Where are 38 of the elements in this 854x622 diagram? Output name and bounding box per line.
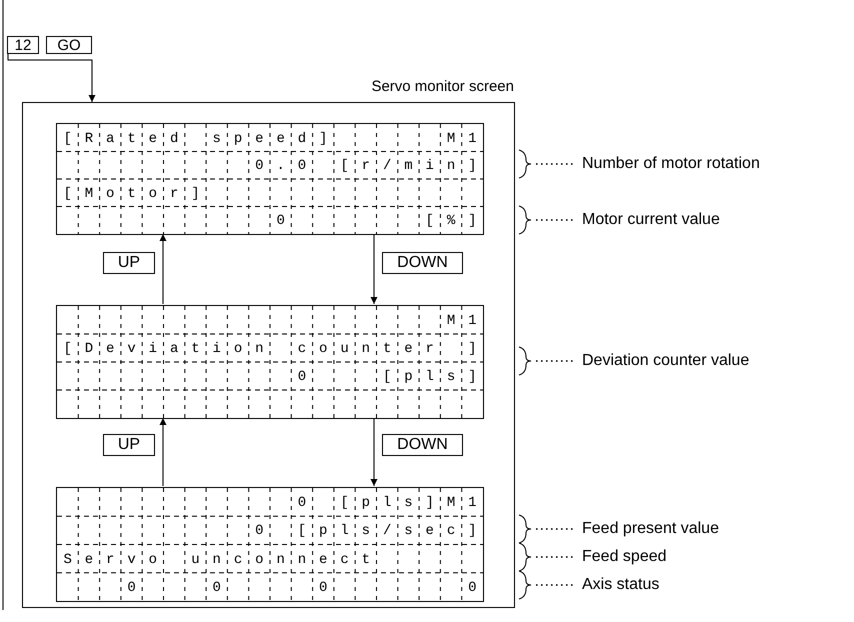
lcd-text: 0 [298, 496, 320, 510]
edge-label: DOWN [382, 252, 463, 274]
lcd-text: 0 [468, 580, 490, 595]
lcd-text: 0 [276, 214, 298, 228]
lcd-text: [%] [426, 214, 490, 228]
key-box: GO [46, 36, 92, 54]
edge-label: DOWN [382, 434, 463, 456]
edge-label: UP [103, 252, 155, 274]
annotation-label: Motor current value [582, 212, 720, 228]
lcd-text: 0 [255, 524, 276, 538]
lcd-text: 0 [212, 580, 234, 595]
annotation-label: Feed speed [582, 549, 667, 565]
lcd-text: [pls/sec] [298, 524, 490, 538]
lcd-text: 0 [298, 370, 320, 384]
lcd-text: [pls]M1 [340, 496, 490, 510]
arrow [370, 418, 378, 486]
arrow [160, 418, 166, 486]
arrow [8, 54, 96, 102]
lcd-text: [Deviation counter ] [63, 342, 490, 356]
lcd-text: [pls] [382, 370, 490, 384]
key-box: 12 [7, 36, 39, 54]
annotation-label: Axis status [582, 577, 660, 593]
annotation-label: Feed present value [582, 521, 719, 537]
lcd-text: [r/min] [340, 159, 490, 174]
frame-title: Servo monitor screen [371, 79, 514, 94]
lcd-text: 0 [319, 580, 340, 595]
lcd-text: 0.0 [255, 159, 320, 174]
annotation-label: Number of motor rotation [582, 156, 760, 172]
lcd-text: 0 [127, 580, 149, 595]
lcd-text: [Rated speed] [63, 132, 340, 146]
lcd-text: Servo unconnect [63, 552, 383, 567]
arrow [160, 234, 166, 304]
lcd-text: M1 [446, 314, 490, 328]
lcd-text: [Motor] [63, 186, 213, 201]
annotation-label: Deviation counter value [582, 353, 750, 369]
arrow [370, 234, 378, 304]
edge-label: UP [103, 434, 155, 456]
lcd-text: M1 [446, 132, 490, 146]
